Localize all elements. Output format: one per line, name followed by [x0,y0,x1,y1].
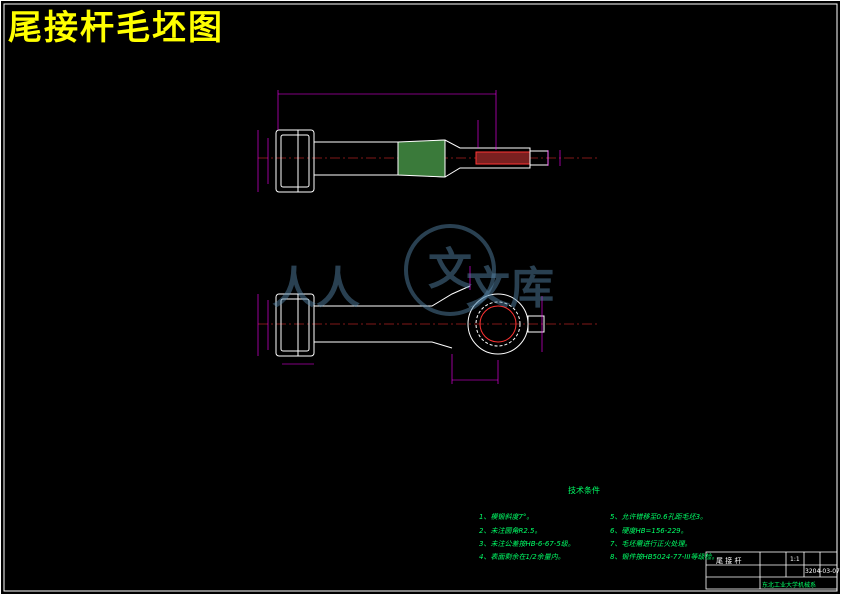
title-block-drawing-no: 3204-03-07 [805,568,840,575]
watermark-logo-char: 文 [428,244,472,295]
bottom-eye-inner [479,305,517,343]
page-title: 尾接杆毛坯图 [8,8,224,48]
requirement-6: 6、硬度HB=156-229。 [610,527,688,535]
requirement-2: 2、未注圆角R2.5。 [479,527,542,535]
top-flange [275,129,315,193]
inner-border [3,3,838,592]
requirement-5: 5、允许错移至0.6孔距毛坯3。 [610,513,708,521]
title-block-scale: 1:1 [790,556,800,563]
watermark-logo: 文 [404,224,496,316]
top-inner-bore [475,151,531,165]
bottom-view [257,266,598,384]
requirement-1: 1、模锻斜度7°。 [479,513,534,521]
requirement-7: 7、毛坯需进行正火处理。 [610,540,692,548]
top-view [257,90,598,193]
title-block-frame [705,551,838,590]
title-block-school: 东北工业大学机械系 [762,582,817,589]
title-block-part-label: 尾 接 杆 [716,557,742,565]
requirement-8: 8、锻件按HB5024-77-III等级检。 [610,553,719,561]
bottom-flange [275,293,315,357]
requirements-heading: 技术条件 [568,486,600,495]
top-hatch-section [397,139,446,178]
requirement-3: 3、未注公差按HB-6-67-5级。 [479,540,575,548]
watermark-text-left: 人人 [272,263,360,314]
requirement-4: 4、表面剩余在1/2余量内。 [479,553,565,561]
